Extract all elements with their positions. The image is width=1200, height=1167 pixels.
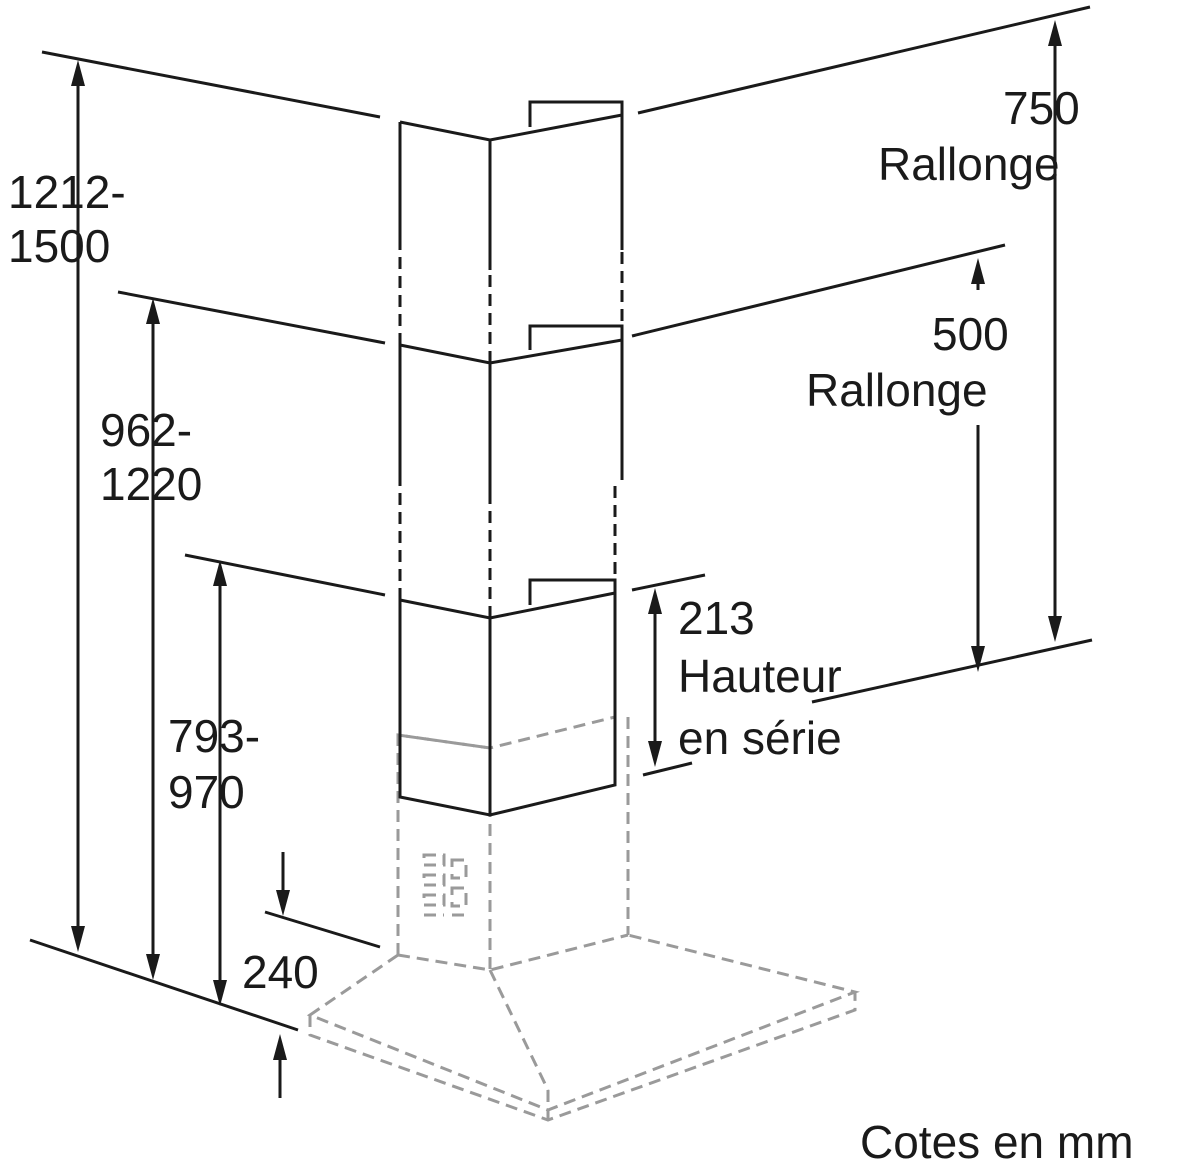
units-note: Cotes en mm xyxy=(860,1116,1134,1167)
dimension-213-standard xyxy=(648,588,662,767)
label-ext-500-value: 500 xyxy=(932,308,1009,360)
label-hood-height: 240 xyxy=(242,946,319,998)
chimney-section-standard xyxy=(398,480,617,817)
label-total-height-top: 1212- xyxy=(8,166,126,218)
extension-lines-right xyxy=(631,5,1093,777)
chimney-section-500 xyxy=(398,250,624,500)
label-std-value: 213 xyxy=(678,592,755,644)
extension-lines-left xyxy=(29,50,386,1032)
label-height-500-bottom: 1220 xyxy=(100,458,202,510)
chimney-section-750 xyxy=(398,100,624,270)
label-total-height-bottom: 1500 xyxy=(8,220,110,272)
dimension-240 xyxy=(273,852,290,1098)
label-std-text-1: Hauteur xyxy=(678,650,842,702)
label-height-std-bottom: 970 xyxy=(168,766,245,818)
label-height-std-top: 793- xyxy=(168,710,260,762)
label-ext-500-text: Rallonge xyxy=(806,364,988,416)
dimension-500-extension xyxy=(971,258,985,672)
dimension-793-970 xyxy=(213,560,227,1006)
control-panel-icon xyxy=(422,853,468,917)
dimension-750-extension xyxy=(1048,20,1062,642)
dimension-962-1220 xyxy=(146,298,160,980)
label-ext-750-value: 750 xyxy=(1003,82,1080,134)
label-std-text-2: en série xyxy=(678,712,842,764)
dimension-labels: 1212- 1500 962- 1220 793- 970 240 750 Ra… xyxy=(8,82,1134,1167)
label-ext-750-text: Rallonge xyxy=(878,138,1060,190)
chimney-covers xyxy=(398,100,624,817)
dimension-1212-1500 xyxy=(71,60,85,952)
hood-canopy xyxy=(306,715,860,1122)
label-height-500-top: 962- xyxy=(100,404,192,456)
